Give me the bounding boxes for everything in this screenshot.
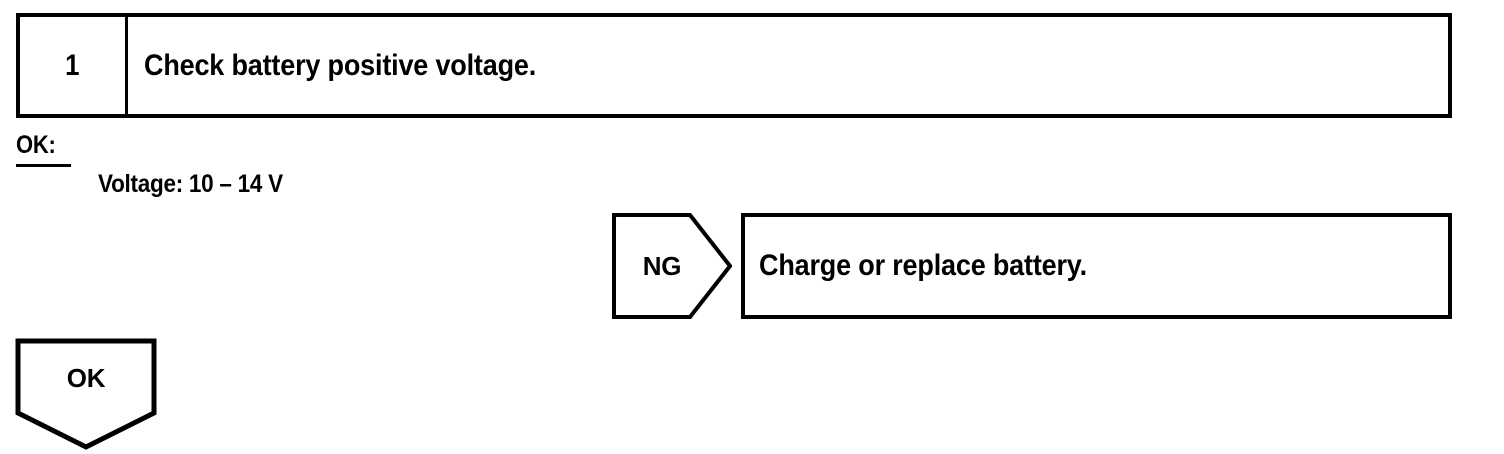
ng-branch-label: NG xyxy=(642,251,682,281)
ok-criteria-label-underline xyxy=(16,164,71,167)
step-number-cell: 1 xyxy=(20,17,128,114)
ok-criteria-label: OK: xyxy=(16,131,56,159)
step-instruction-text: Check battery positive voltage. xyxy=(144,48,537,82)
step-box: 1 Check battery positive voltage. xyxy=(16,13,1452,118)
ok-branch-pentagon: OK xyxy=(15,338,157,450)
ok-branch-label: OK xyxy=(66,363,106,393)
step-instruction-cell: Check battery positive voltage. xyxy=(128,17,1448,114)
ng-result-text: Charge or replace battery. xyxy=(759,249,1087,282)
step-number: 1 xyxy=(65,48,80,82)
ng-branch-chevron: NG xyxy=(612,213,732,319)
ok-pentagon-shape-icon xyxy=(15,338,157,450)
ng-result-box: Charge or replace battery. xyxy=(741,213,1452,319)
ng-chevron-shape-icon xyxy=(612,213,732,319)
ok-criteria-spec: Voltage: 10 – 14 V xyxy=(98,170,283,198)
